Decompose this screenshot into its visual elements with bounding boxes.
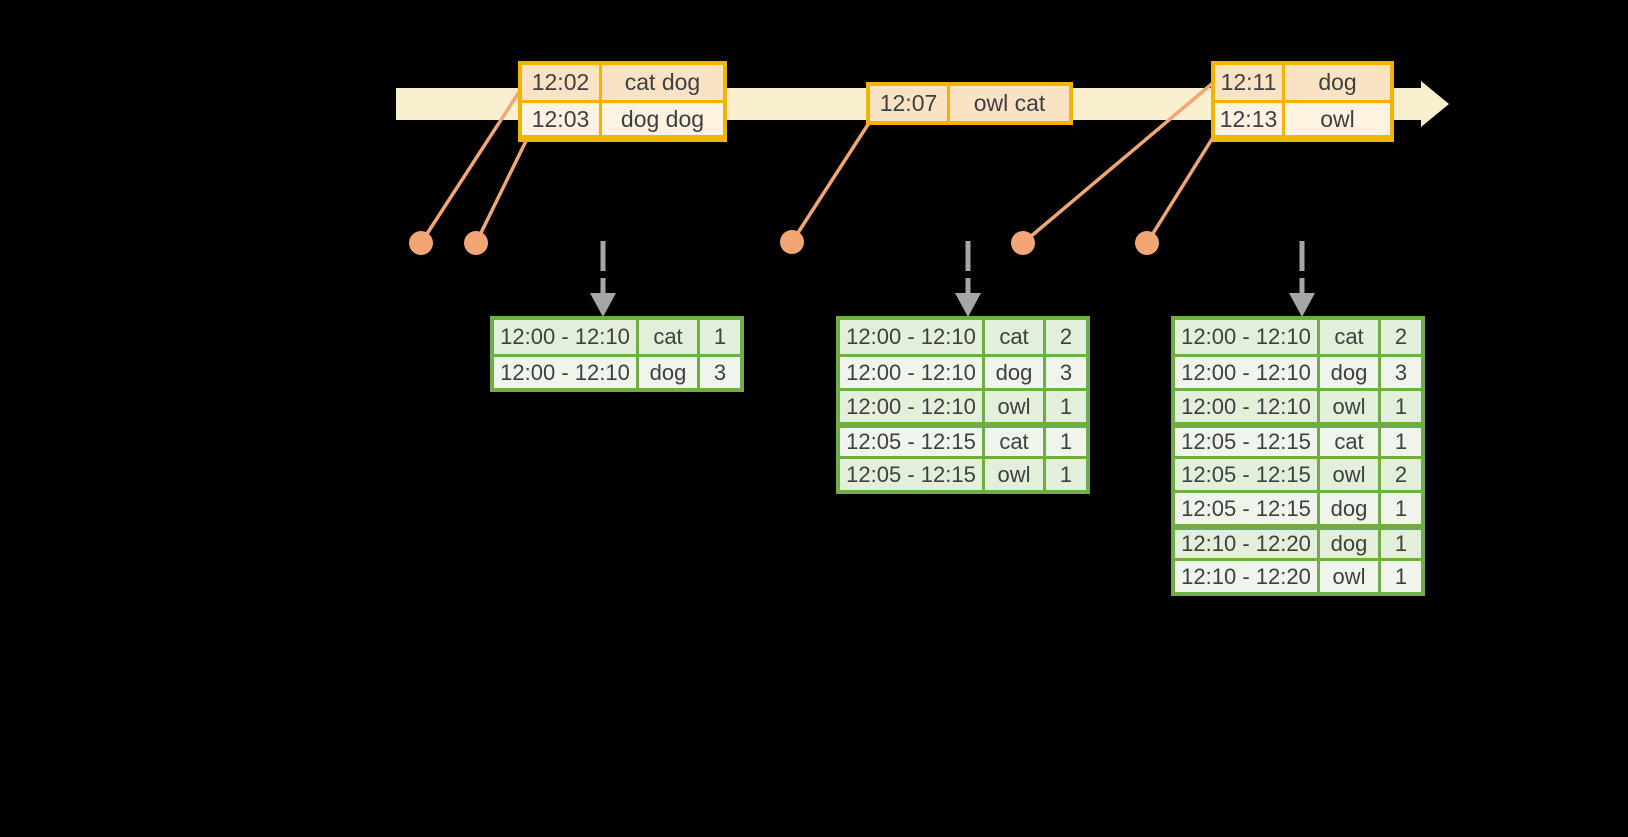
window-cell: 12:10 - 12:20 <box>1181 563 1311 589</box>
window-cell: 12:10 - 12:20 <box>1181 531 1311 556</box>
count-cell: 1 <box>1378 493 1421 524</box>
event-row: 12:02 cat dog <box>522 65 723 100</box>
event-box-1: 12:02 cat dog 12:03 dog dog <box>518 61 727 142</box>
word-cell: owl <box>982 459 1043 490</box>
event-dot <box>409 231 433 255</box>
word-cell: cat <box>982 320 1043 354</box>
event-words-cell: dog <box>1318 69 1357 95</box>
event-row: 12:03 dog dog <box>522 100 723 135</box>
event-words-cell: owl cat <box>973 90 1046 116</box>
trigger-arrowhead-icon <box>955 293 981 317</box>
count-cell: 1 <box>697 320 740 354</box>
event-time-cell: 12:07 <box>870 86 950 121</box>
connector-line <box>474 140 528 244</box>
trigger-arrowhead-icon <box>590 293 616 317</box>
event-dot <box>1135 231 1159 255</box>
word-cell: cat <box>982 428 1043 456</box>
word-cell: owl <box>1317 561 1378 592</box>
word-cell: cat <box>636 320 697 354</box>
event-dot <box>464 231 488 255</box>
window-cell: 12:05 - 12:15 <box>846 429 976 454</box>
count-cell: 3 <box>697 357 740 388</box>
window-cell: 12:05 - 12:15 <box>1181 495 1311 521</box>
window-cell: 12:00 - 12:10 <box>846 393 976 419</box>
connector-lines <box>419 80 1219 245</box>
event-row: 12:07 owl cat <box>870 86 1069 121</box>
connector-line <box>790 122 871 243</box>
event-time-cell: 12:13 <box>1215 103 1285 135</box>
event-box-3: 12:11 dog 12:13 owl <box>1211 61 1394 142</box>
count-cell: 2 <box>1378 320 1421 354</box>
window-cell: 12:00 - 12:10 <box>1181 324 1311 349</box>
connector-line <box>1145 130 1219 244</box>
window-cell: 12:00 - 12:10 <box>500 359 630 385</box>
window-cell: 12:00 - 12:10 <box>846 324 976 349</box>
event-time-cell: 12:03 <box>522 103 602 135</box>
count-cell: 1 <box>1378 530 1421 558</box>
word-cell: dog <box>636 357 697 388</box>
count-cell: 1 <box>1378 561 1421 592</box>
word-cell: cat <box>1317 428 1378 456</box>
window-cell: 12:00 - 12:10 <box>1181 393 1311 419</box>
window-cell: 12:00 - 12:10 <box>1181 359 1311 385</box>
word-cell: owl <box>1317 391 1378 422</box>
trigger-arrows <box>590 241 1315 317</box>
count-cell: 3 <box>1378 357 1421 388</box>
window-cell: 12:00 - 12:10 <box>500 324 630 349</box>
count-cell: 2 <box>1378 459 1421 490</box>
count-cell: 1 <box>1378 391 1421 422</box>
word-cell: owl <box>982 391 1043 422</box>
event-row: 12:11 dog <box>1215 65 1390 100</box>
count-cell: 1 <box>1378 428 1421 456</box>
count-cell: 2 <box>1043 320 1086 354</box>
count-cell: 1 <box>1043 459 1086 490</box>
event-time-cell: 12:02 <box>522 65 602 100</box>
count-cell: 3 <box>1043 357 1086 388</box>
count-cell: 1 <box>1043 391 1086 422</box>
event-time-cell: 12:11 <box>1215 65 1285 100</box>
event-words-cell: cat dog <box>624 69 701 95</box>
word-cell: dog <box>1317 357 1378 388</box>
window-cell: 12:00 - 12:10 <box>846 359 976 385</box>
connector-line <box>419 85 525 244</box>
event-dot <box>780 230 804 254</box>
word-cell: dog <box>1317 530 1378 558</box>
timeline-arrowhead-icon <box>1421 81 1449 127</box>
connector-line <box>1021 80 1216 245</box>
event-row: 12:13 owl <box>1215 100 1390 135</box>
count-cell: 1 <box>1043 428 1086 456</box>
trigger-arrowhead-icon <box>1289 293 1315 317</box>
event-box-2: 12:07 owl cat <box>866 82 1073 125</box>
event-dots <box>409 230 1159 255</box>
window-cell: 12:05 - 12:15 <box>846 461 976 487</box>
event-dot <box>1011 231 1035 255</box>
event-words-cell: owl <box>1320 105 1355 132</box>
word-cell: dog <box>1317 493 1378 524</box>
window-cell: 12:05 - 12:15 <box>1181 461 1311 487</box>
event-words-cell: dog dog <box>620 105 705 132</box>
word-cell: owl <box>1317 459 1378 490</box>
word-cell: dog <box>982 357 1043 388</box>
window-cell: 12:05 - 12:15 <box>1181 429 1311 454</box>
word-cell: cat <box>1317 320 1378 354</box>
